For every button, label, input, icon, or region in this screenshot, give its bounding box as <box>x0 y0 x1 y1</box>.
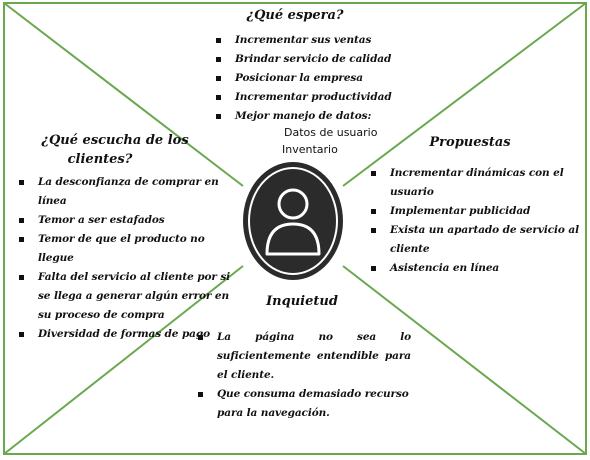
list-item: Asistencia en línea <box>368 259 586 278</box>
que-escucha-title-line2: clientes? <box>67 152 133 167</box>
list-item: Brindar servicio de calidad <box>213 50 393 69</box>
que-espera-title: ¿Qué espera? <box>246 8 344 23</box>
subitem-inventario: Inventario <box>282 143 338 156</box>
list-item: Implementar publicidad <box>368 202 586 221</box>
list-item: Falta del servicio al cliente por si se … <box>16 268 240 325</box>
list-item: Incrementar sus ventas <box>213 31 393 50</box>
que-escucha-list: La desconfianza de comprar en línea Temo… <box>16 173 240 344</box>
inquietud-list: La página no sea lo suficientemente ente… <box>195 328 411 423</box>
list-item: La página no sea lo suficientemente ente… <box>195 328 411 385</box>
list-item: Mejor manejo de datos: <box>213 107 393 126</box>
que-escucha-title-line1: ¿Qué escucha de los <box>41 133 189 148</box>
list-item: La desconfianza de comprar en línea <box>16 173 240 211</box>
subitem-datos-usuario: Datos de usuario <box>284 126 378 139</box>
inquietud-title: Inquietud <box>266 294 338 309</box>
list-item: Temor de que el producto no llegue <box>16 230 240 268</box>
list-item: Que consuma demasiado recurso para la na… <box>195 385 411 423</box>
diagonal-bottom-right <box>342 265 587 455</box>
list-item: Incrementar dinámicas con el usuario <box>368 164 586 202</box>
list-item: Incrementar productividad <box>213 88 393 107</box>
user-avatar-icon <box>243 162 343 280</box>
propuestas-title: Propuestas <box>429 135 511 150</box>
list-item: Posicionar la empresa <box>213 69 393 88</box>
list-item: Exista un apartado de servicio al client… <box>368 221 586 259</box>
list-item: Temor a ser estafados <box>16 211 240 230</box>
propuestas-list: Incrementar dinámicas con el usuario Imp… <box>368 164 586 278</box>
border-rect <box>3 2 587 455</box>
diagonal-top-left <box>3 2 244 187</box>
diagonal-bottom-left <box>3 265 244 455</box>
list-item: Diversidad de formas de pago <box>16 325 240 344</box>
que-espera-list: Incrementar sus ventas Brindar servicio … <box>213 31 393 126</box>
diagonal-top-right <box>342 2 587 187</box>
section-que-espera: ¿Qué espera? <box>200 6 390 25</box>
